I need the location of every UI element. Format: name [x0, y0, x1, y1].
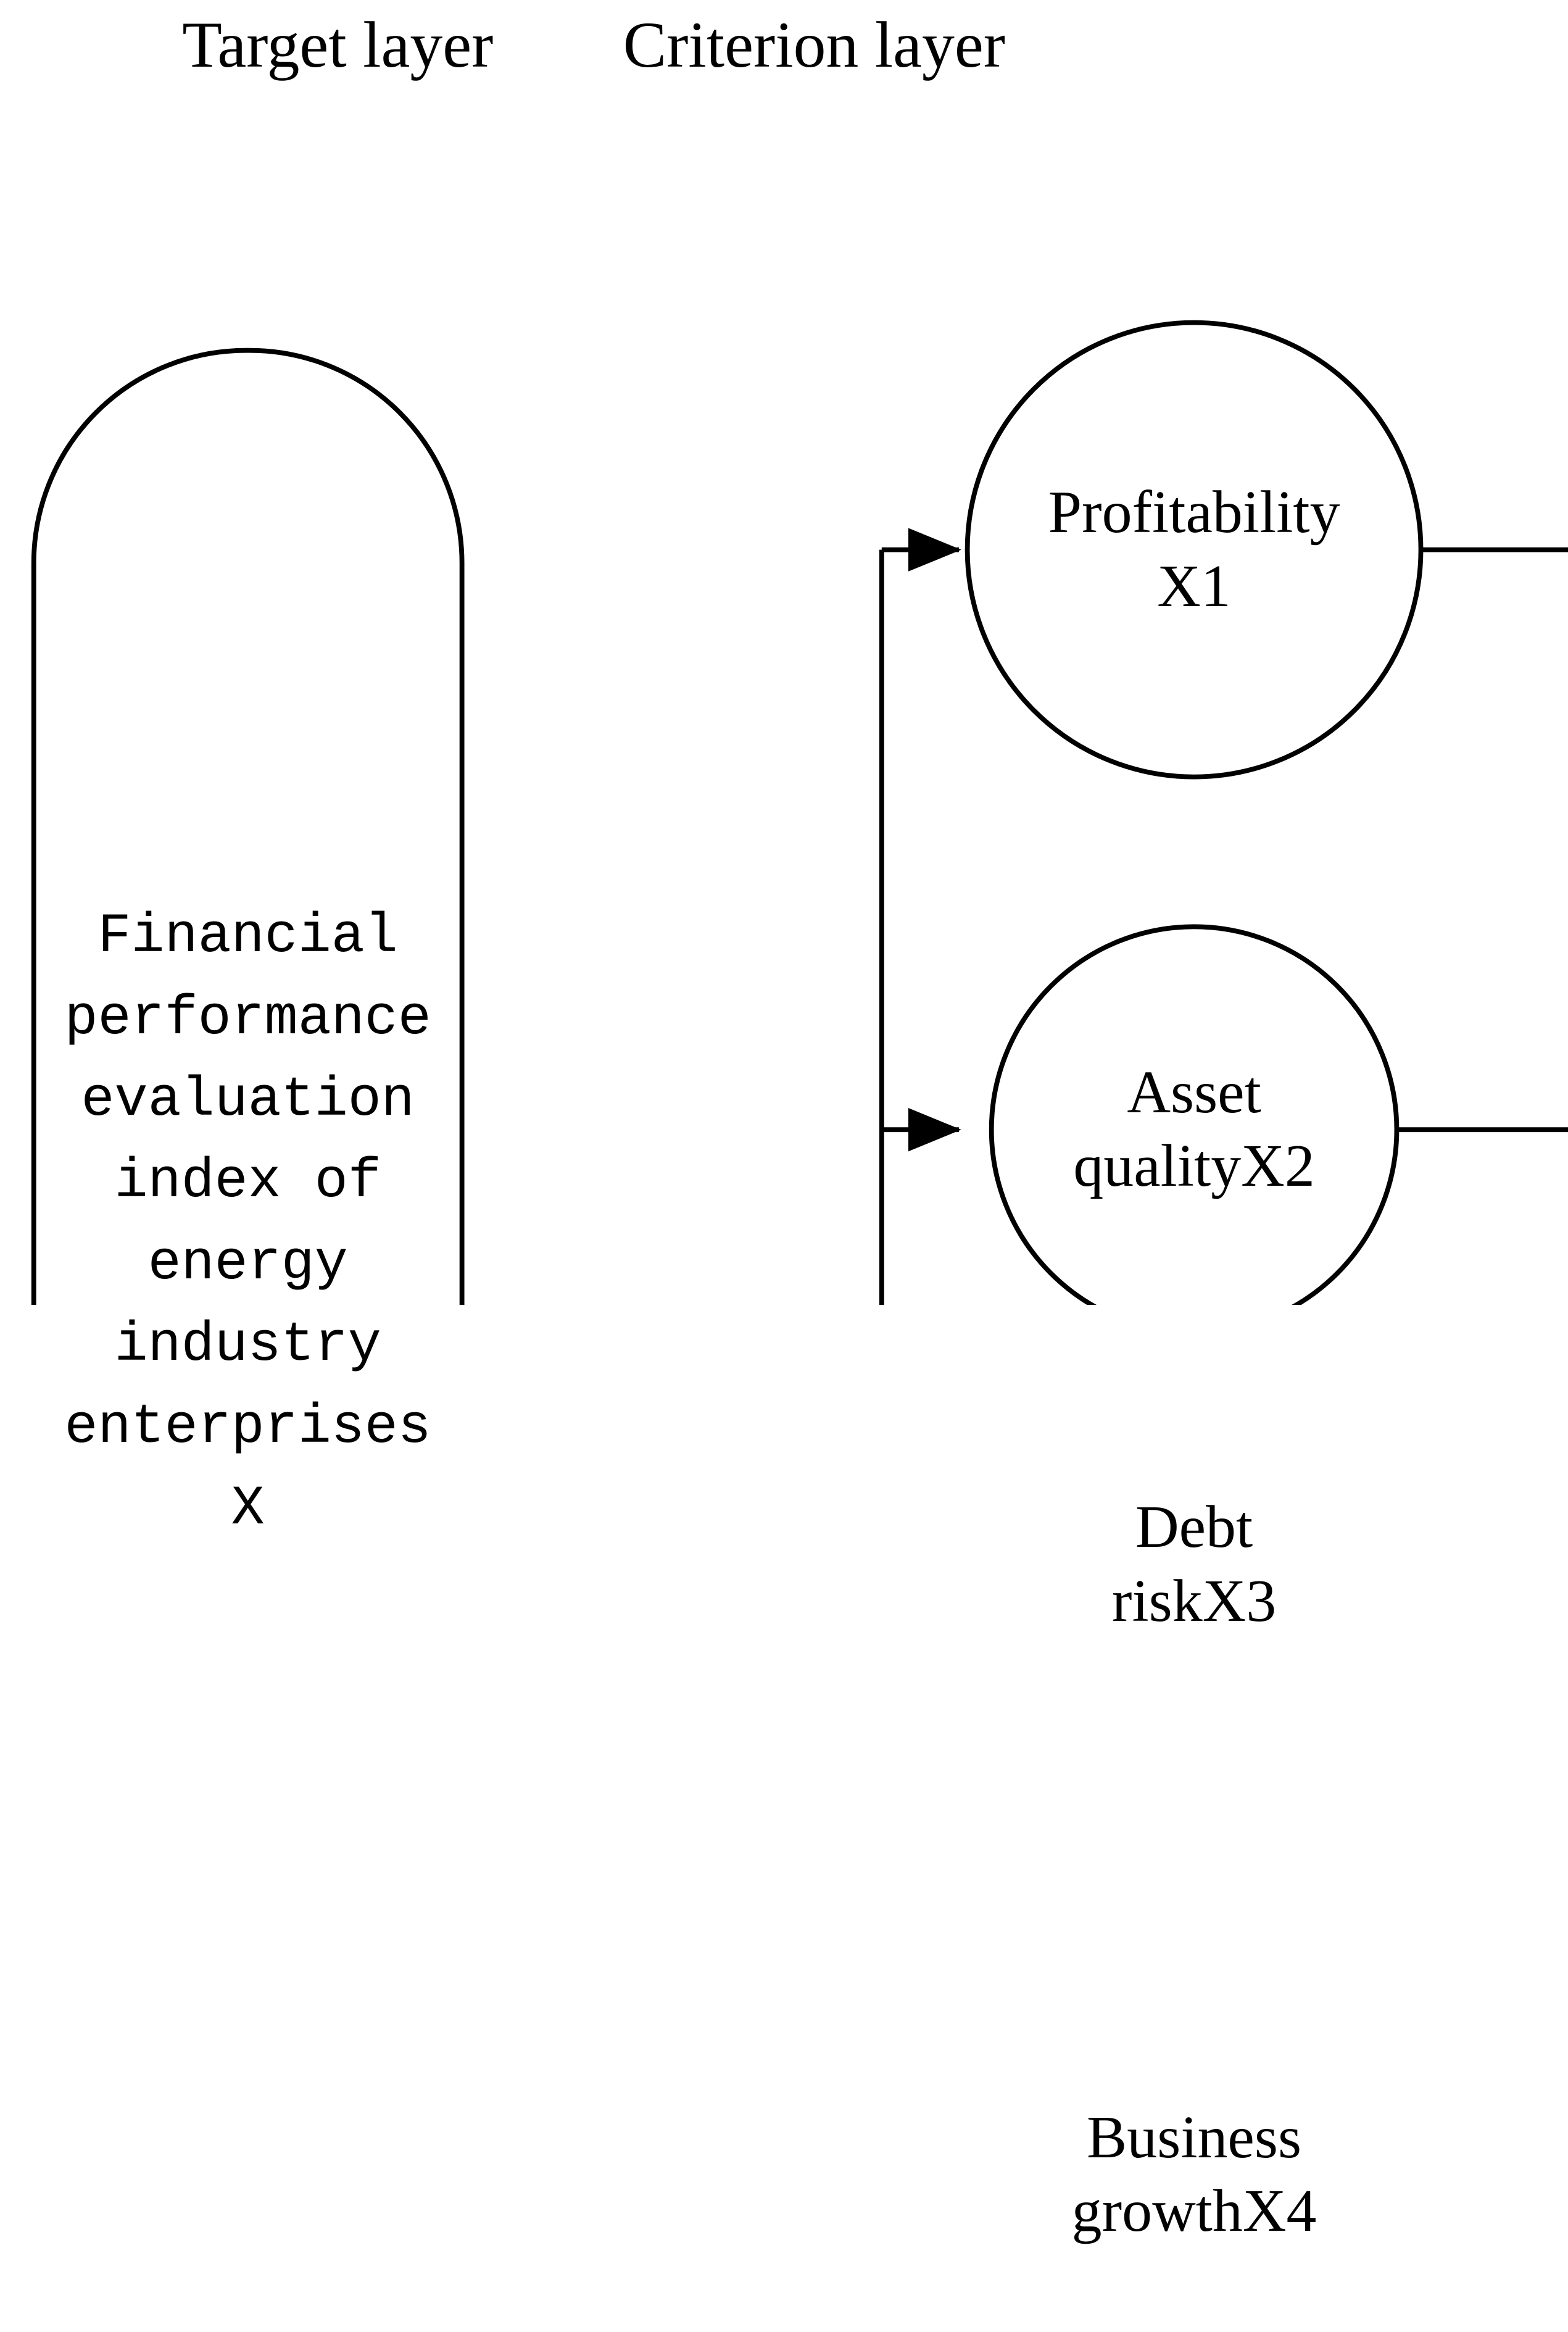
criterion-node-shapes[interactable] [964, 320, 1424, 1305]
criterion-label-X3: Debt riskX3 [1111, 1494, 1277, 1634]
criterion-label-X2: Asset qualityX2 [1073, 1059, 1315, 1200]
diagram-canvas: Target layer Criterion layer Scheme laye… [31, 8, 1568, 2245]
criterion-label-X1: Profitability X1 [1048, 479, 1340, 620]
criterion-X1-to-schemes [1421, 547, 1568, 552]
target-node-shape[interactable] [31, 348, 465, 1305]
criterion-label-X4: Business growthX4 [1071, 2104, 1317, 2245]
diagram-graphics [31, 320, 1568, 1305]
target-to-criterion-connectors [879, 528, 961, 1305]
criterion-X2-to-schemes [1396, 1127, 1568, 1133]
column-header-criterion: Criterion layer [623, 8, 1005, 81]
target-node-label: Financial performance evaluation index o… [64, 906, 431, 1541]
column-header-target: Target layer [182, 8, 494, 81]
